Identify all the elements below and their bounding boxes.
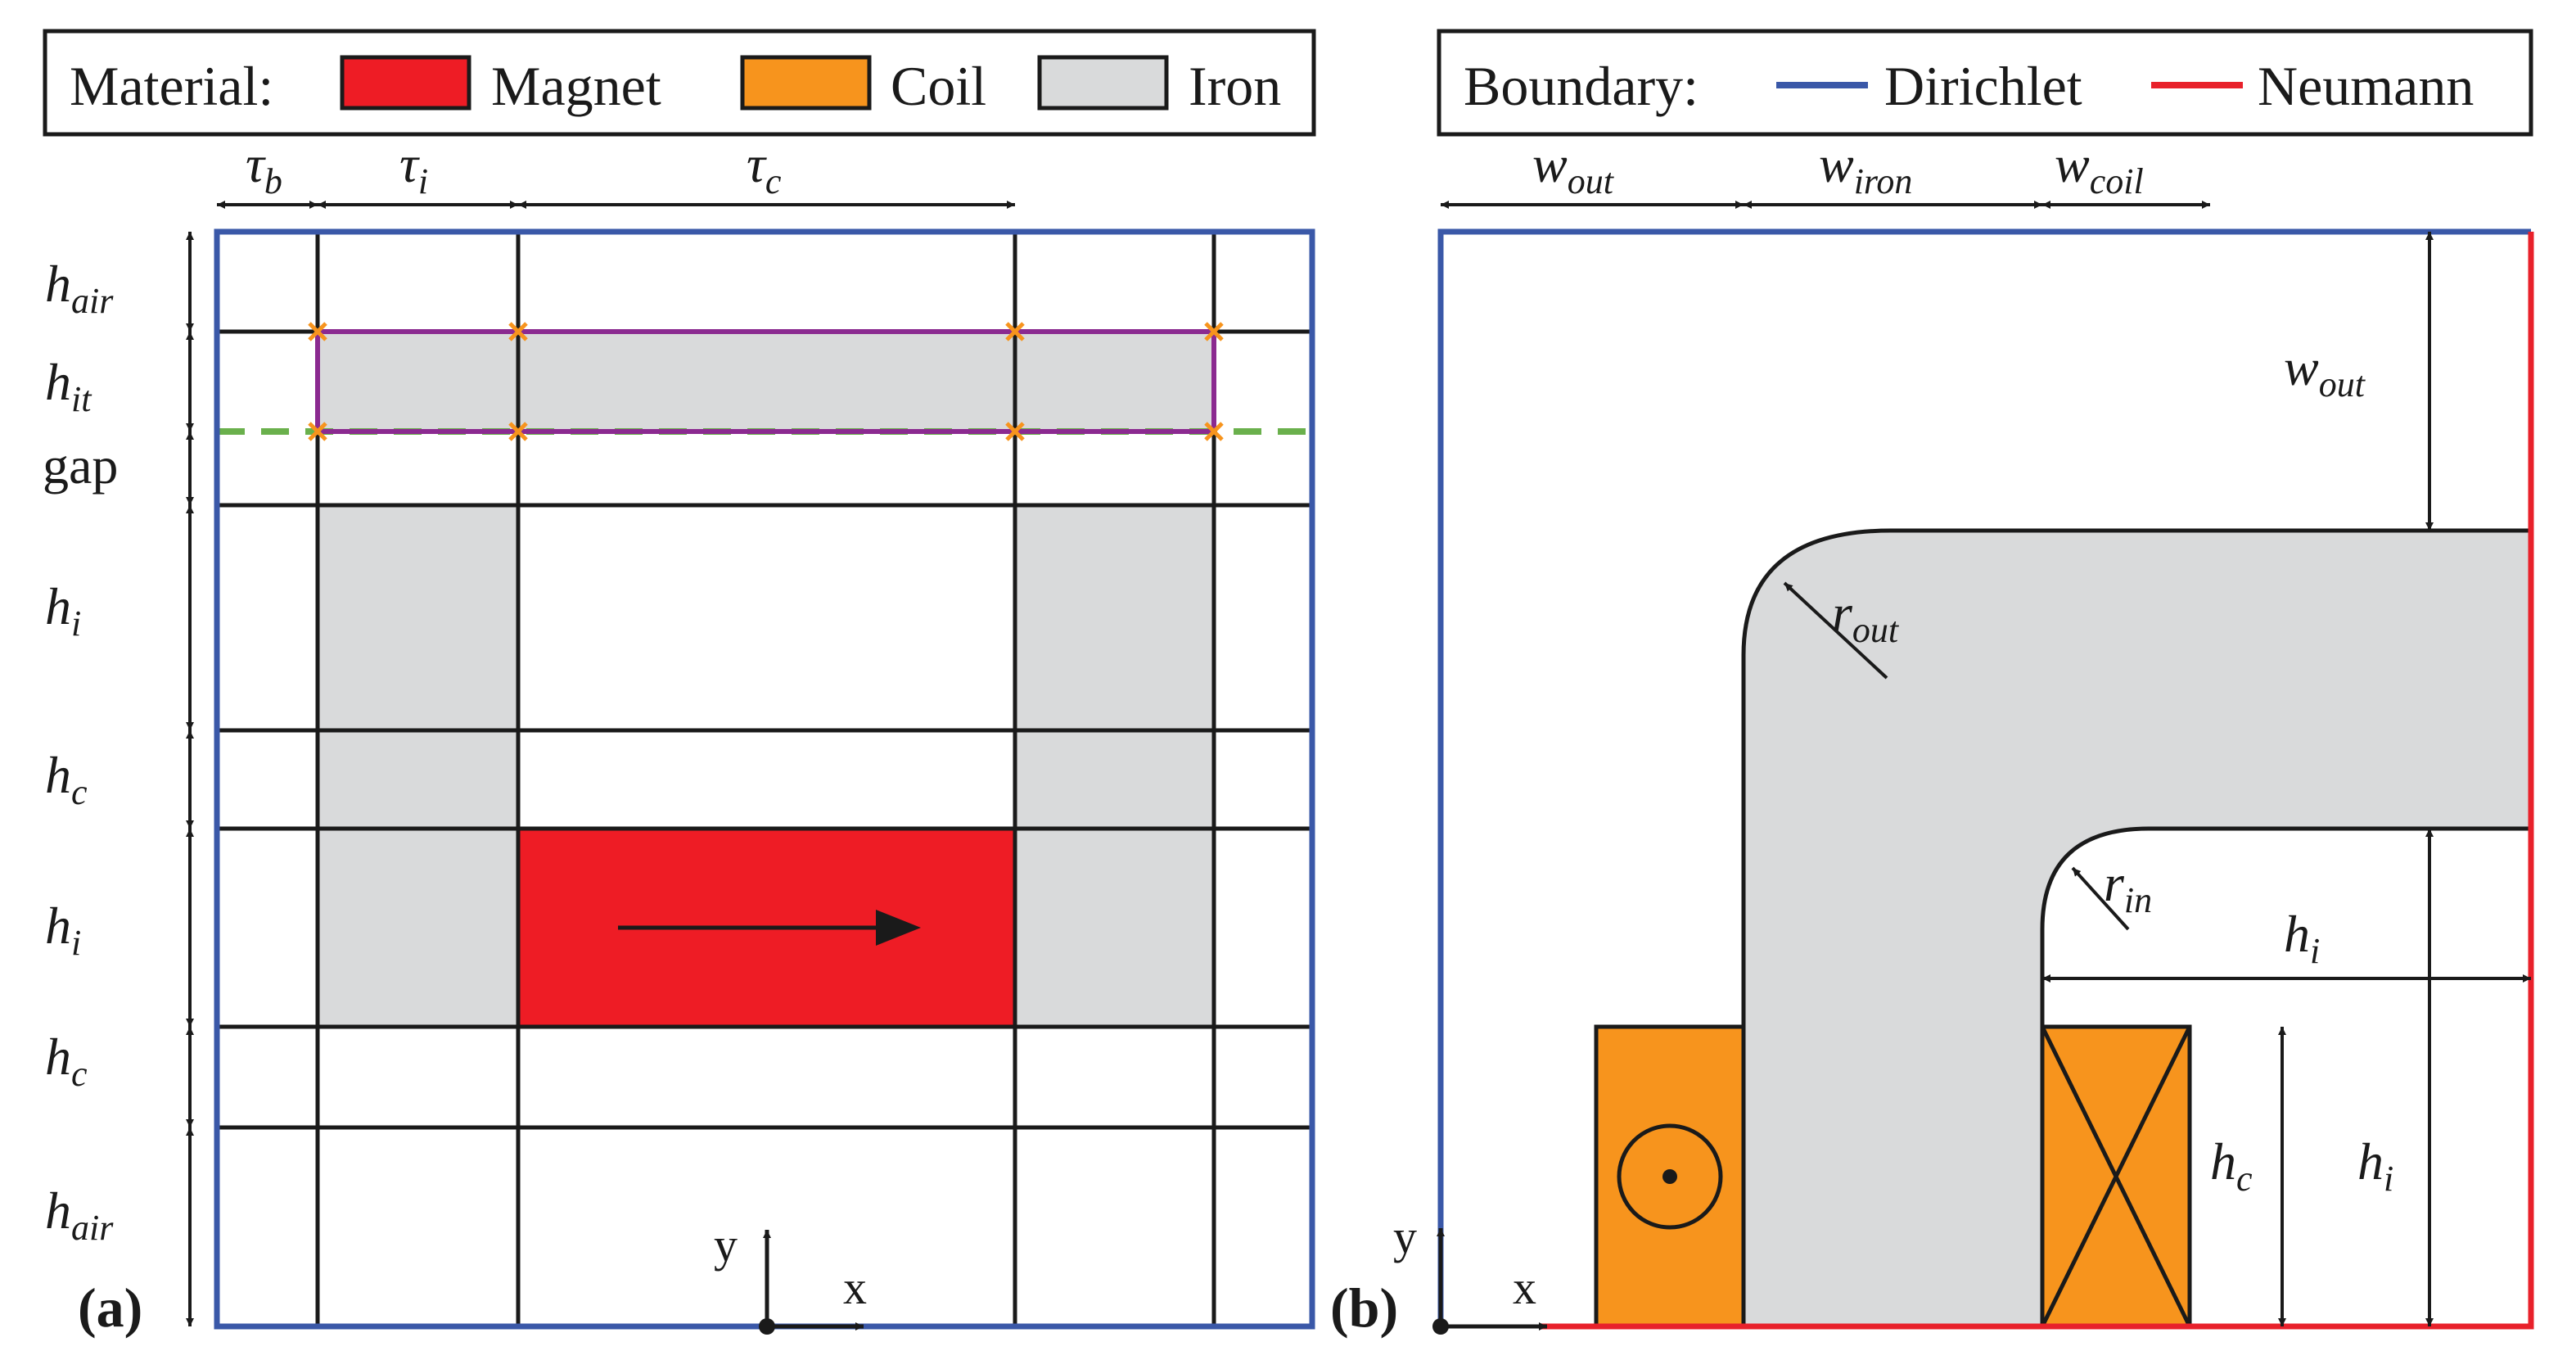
current-in-icon xyxy=(2040,1025,2192,1328)
axis-x-a: x xyxy=(843,1261,867,1314)
legend-label-coil: Coil xyxy=(891,55,986,117)
dim-h-c-upper: hc xyxy=(45,746,88,812)
legend-swatch-magnet xyxy=(340,55,471,111)
dim-h-c-vertical: hc xyxy=(2210,1132,2253,1199)
radius-arrow-r-out xyxy=(1783,581,1888,680)
iron-left-leg xyxy=(318,505,518,1027)
magnetization-arrowhead xyxy=(876,910,921,946)
axis-y-a: y xyxy=(714,1218,738,1272)
radius-arrow-r-in xyxy=(2071,866,2130,931)
dim-w-iron: wiron xyxy=(1819,135,1912,201)
dim-tau-i: τi xyxy=(399,135,428,201)
iron-right-leg xyxy=(1015,505,1214,1027)
legend-label-dirichlet: Dirichlet xyxy=(1884,55,2082,117)
dim-h-i-lower: hi xyxy=(45,897,81,963)
legend-label-neumann: Neumann xyxy=(2258,55,2474,117)
dim-h-air-bottom: hair xyxy=(45,1181,114,1248)
panel-b: wout wiron wcoil wout rout rin hi hc hi … xyxy=(1330,135,2534,1339)
legend-label-magnet: Magnet xyxy=(491,55,661,117)
axis-x-b: x xyxy=(1513,1261,1536,1314)
origin-dot-a xyxy=(759,1318,775,1335)
dim-h-it: hit xyxy=(45,353,92,419)
panel-label-b: (b) xyxy=(1330,1276,1398,1339)
dim-h-i-horizontal: hi xyxy=(2284,905,2320,971)
iron-top-bar xyxy=(318,332,518,431)
dim-tau-b: τb xyxy=(246,135,282,201)
radius-r-out: rout xyxy=(1832,584,1900,650)
axes-a xyxy=(763,1230,864,1331)
origin-dot-b xyxy=(1432,1318,1449,1335)
legend-material: Material: Magnet Coil Iron xyxy=(43,29,1316,137)
iron-top-bar-right xyxy=(1015,332,1214,431)
legend-material-title: Material: xyxy=(70,55,273,117)
dim-h-i-upper: hi xyxy=(45,577,81,644)
dim-tau-c: τc xyxy=(747,135,782,201)
radius-r-in: rin xyxy=(2104,854,2152,920)
panel-a: τb τi τc hair hit gap hi hc hi hc hair y… xyxy=(43,135,1315,1339)
dim-w-out-top: wout xyxy=(1532,135,1615,201)
panel-label-a: (a) xyxy=(78,1276,142,1339)
dim-h-air-top: hair xyxy=(45,255,114,321)
axes-b xyxy=(1437,1228,1547,1331)
legend-boundary: Boundary: Dirichlet Neumann xyxy=(1437,29,2533,137)
legend-swatch-coil xyxy=(740,55,872,111)
legend-boundary-title: Boundary: xyxy=(1464,55,1699,117)
dim-w-coil: wcoil xyxy=(2055,135,2144,201)
axis-y-b: y xyxy=(1393,1210,1417,1263)
current-out-icon xyxy=(1617,1123,1723,1230)
interface-markers xyxy=(308,322,1224,441)
boundary-dirichlet-b xyxy=(1437,228,2531,1326)
legend-label-iron: Iron xyxy=(1189,55,1281,117)
legend-swatch-iron xyxy=(1037,55,1169,111)
current-out-dot xyxy=(1662,1169,1677,1184)
dim-h-i-vertical: hi xyxy=(2357,1132,2393,1199)
boundary-neumann-b xyxy=(1539,232,2534,1330)
dim-w-out-vertical: wout xyxy=(2284,338,2366,404)
dim-gap: gap xyxy=(43,436,118,495)
dim-h-c-lower: hc xyxy=(45,1028,88,1094)
iron-top-bar-mid xyxy=(518,332,1015,431)
